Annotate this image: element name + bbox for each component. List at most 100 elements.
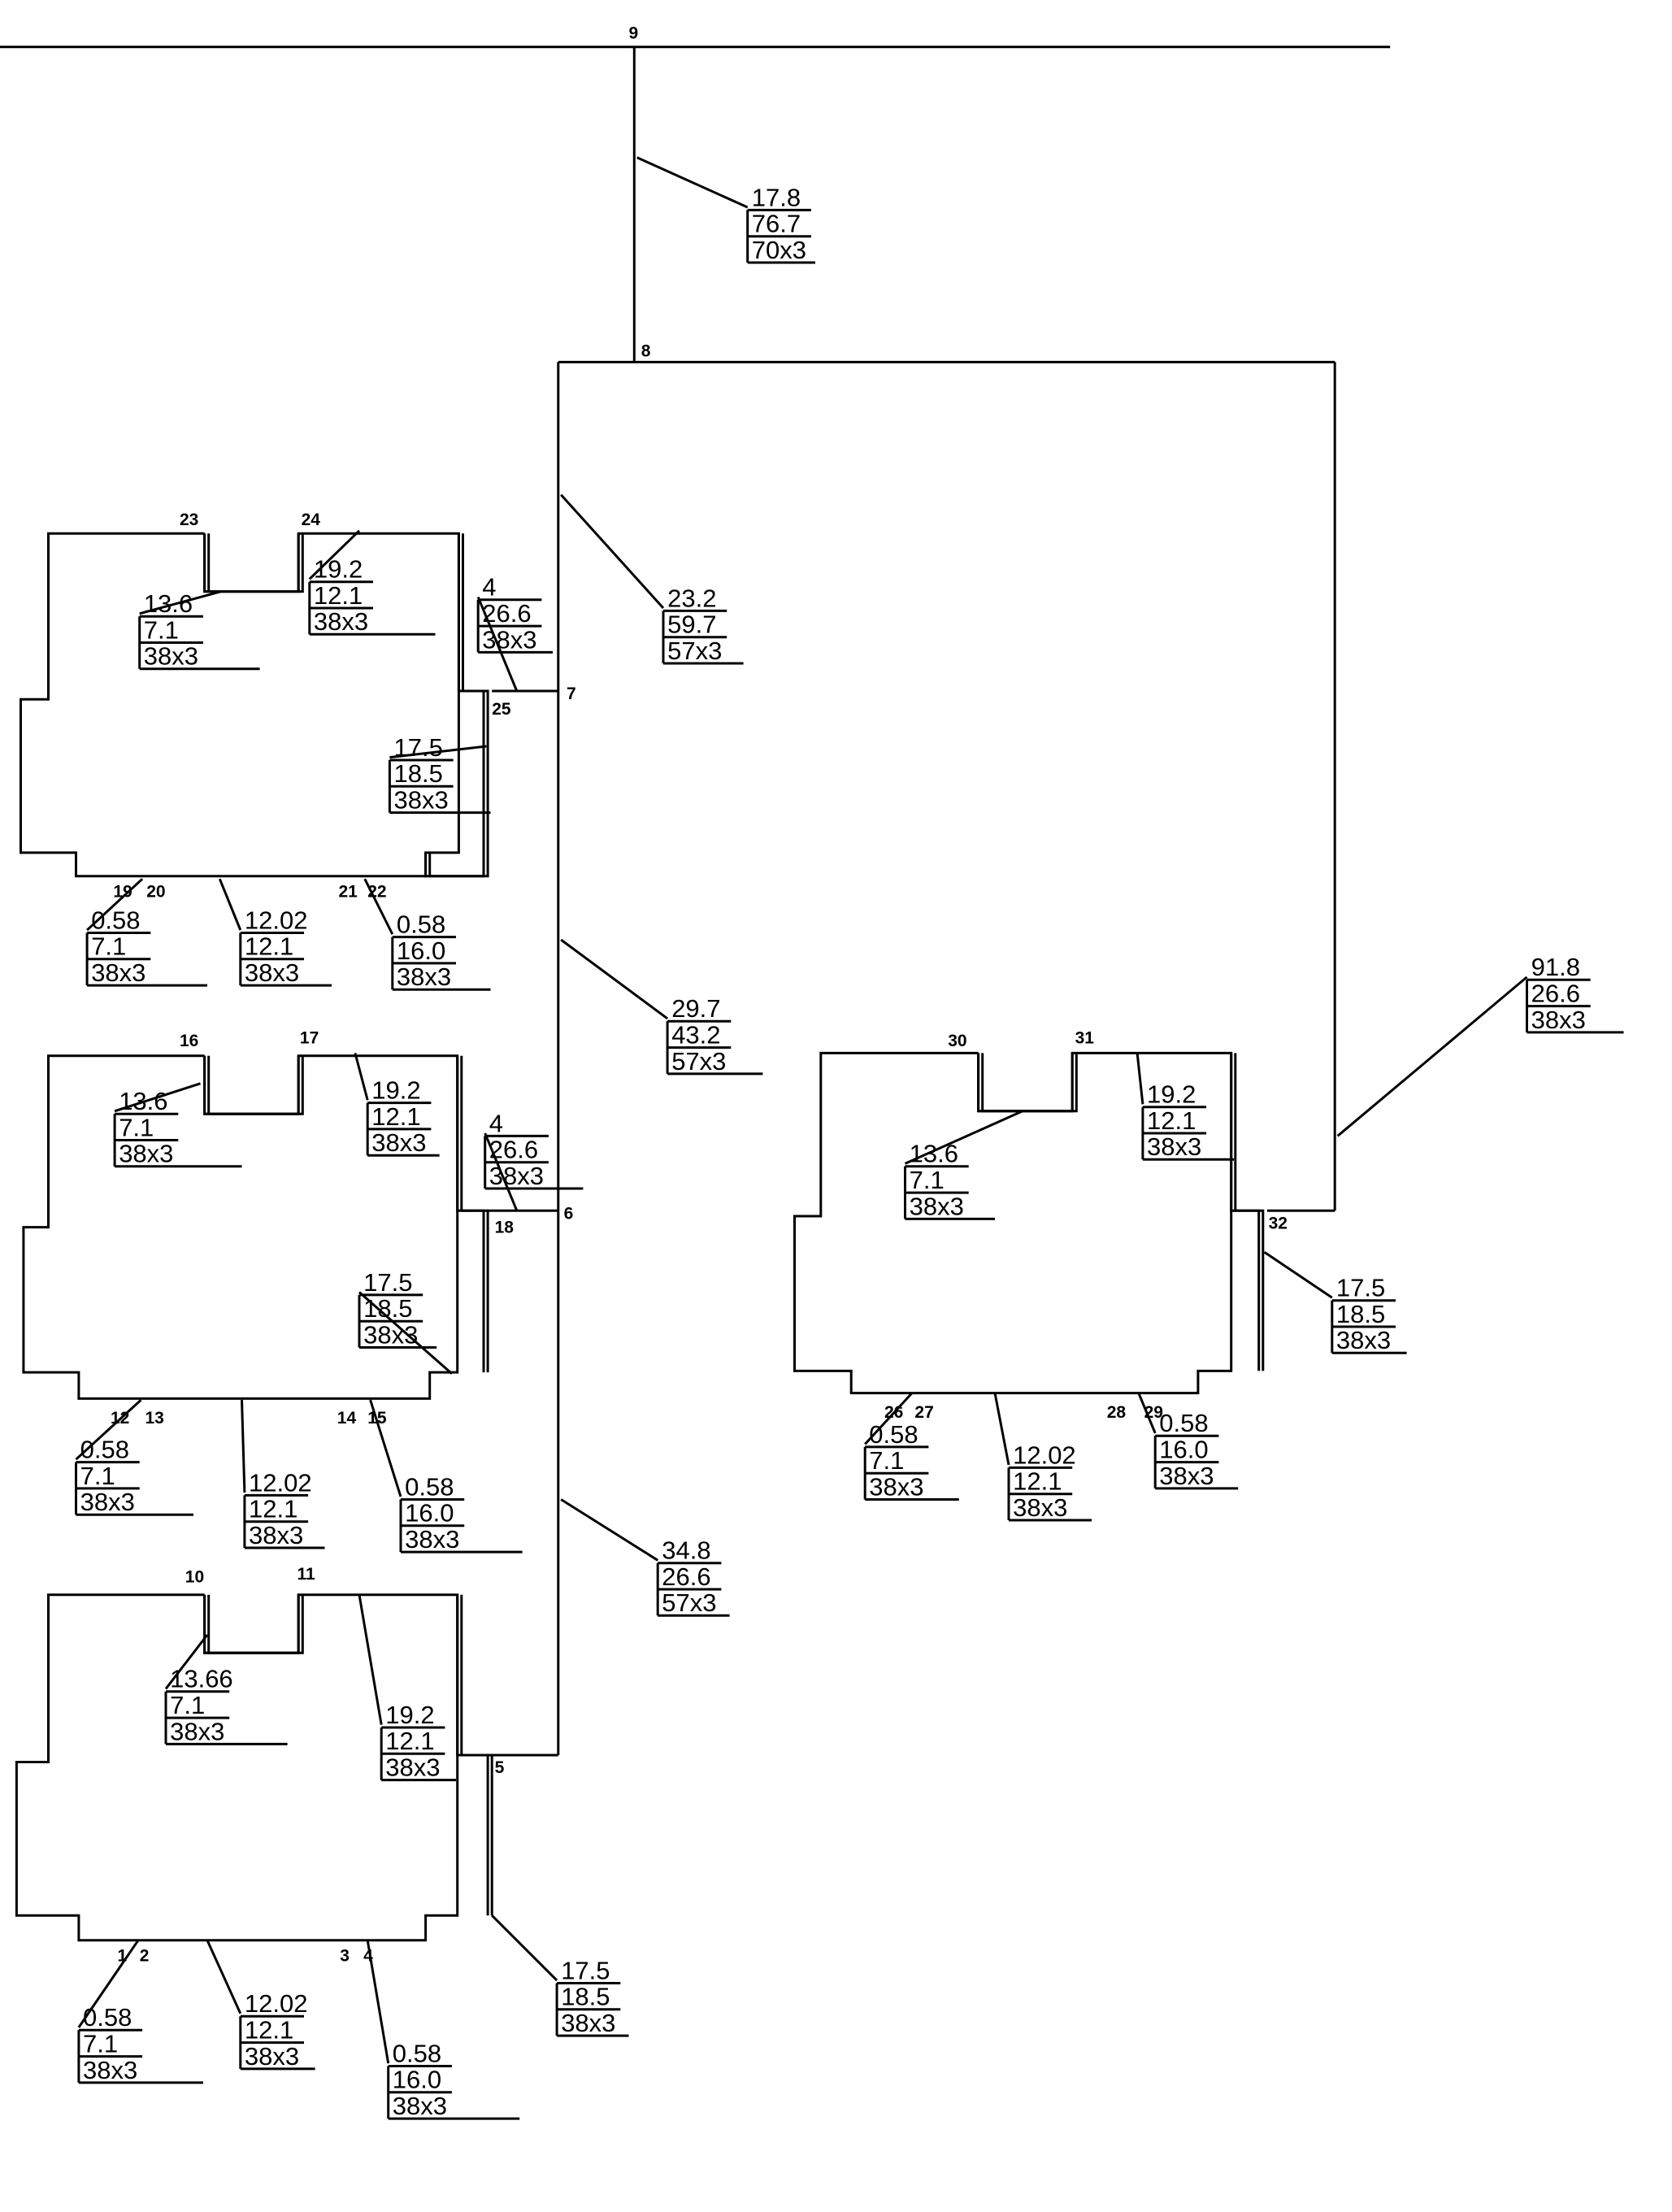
leader-line <box>206 1940 242 2014</box>
label-line-2: 26.6 <box>489 1136 538 1164</box>
label-line-1: 13.6 <box>910 1140 958 1168</box>
label-line-2: 12.1 <box>314 581 363 610</box>
label-line-3: 38x3 <box>1336 1326 1391 1354</box>
label-line-3: 38x3 <box>489 1162 544 1190</box>
label-line-1: 12.02 <box>245 1989 308 2018</box>
node-label-24: 24 <box>302 511 321 529</box>
node-label-31: 31 <box>1075 1029 1095 1048</box>
room-unit-1 <box>20 532 460 878</box>
label-line-3: 38x3 <box>170 1717 224 1745</box>
label-line-3: 38x3 <box>1531 1006 1586 1034</box>
leader-line <box>476 596 519 692</box>
label-line-3: 70x3 <box>752 236 806 264</box>
label-line-3: 38x3 <box>80 1488 135 1516</box>
label-line-2: 16.0 <box>397 937 445 965</box>
label-line-3: 38x3 <box>397 963 451 991</box>
label-line-3: 38x3 <box>245 2042 299 2071</box>
label-line-2: 59.7 <box>667 611 716 639</box>
node-label-16: 16 <box>180 1032 198 1050</box>
node-label-28: 28 <box>1107 1403 1127 1422</box>
label-line-3: 38x3 <box>1013 1493 1067 1522</box>
label-line-2: 12.1 <box>249 1495 297 1523</box>
label-line-3: 57x3 <box>662 1588 716 1617</box>
leader-line <box>86 878 144 932</box>
label-line-1: 17.8 <box>752 183 801 211</box>
leader-line <box>354 1053 369 1101</box>
label-line-1: 4 <box>489 1109 503 1137</box>
node-label-10: 10 <box>185 1568 204 1587</box>
duct-unit-1-bottom-inner <box>428 829 489 878</box>
label-line-1: 17.5 <box>363 1268 412 1297</box>
node-label-14: 14 <box>337 1409 357 1428</box>
label-line-1: 19.2 <box>371 1076 420 1105</box>
label-line-1: 13.6 <box>119 1087 167 1115</box>
duct-unit-4-top-inner <box>981 1053 1078 1113</box>
label-line-1: 17.5 <box>1336 1274 1385 1302</box>
label-line-1: 17.5 <box>561 1956 610 1984</box>
label-line-2: 7.1 <box>80 1462 115 1490</box>
duct-unit-3-right-inner <box>460 1594 493 1916</box>
label-line-2: 18.5 <box>394 759 443 788</box>
label-line-3: 38x3 <box>119 1140 173 1168</box>
label-line-1: 4 <box>482 573 496 602</box>
label-line-1: 13.6 <box>144 589 193 618</box>
label-line-2: 26.6 <box>662 1562 710 1591</box>
label-line-2: 12.1 <box>245 2016 293 2045</box>
node-label-27: 27 <box>914 1403 933 1422</box>
label-line-1: 91.8 <box>1531 953 1580 981</box>
duct-unit-1-top <box>203 533 300 593</box>
label-line-1: 19.2 <box>314 555 363 584</box>
label-line-1: 0.58 <box>91 906 140 934</box>
leader-line <box>904 1110 1023 1165</box>
label-line-1: 0.58 <box>393 2039 441 2067</box>
label-line-3: 38x3 <box>482 625 536 654</box>
node-label-5: 5 <box>495 1758 505 1777</box>
node-label-21: 21 <box>339 882 358 901</box>
label-line-2: 12.1 <box>245 932 293 961</box>
label-line-3: 38x3 <box>245 958 299 987</box>
node-label-32: 32 <box>1269 1214 1288 1232</box>
leader-line <box>358 1594 383 1725</box>
label-line-3: 38x3 <box>363 1320 418 1349</box>
leader-line <box>114 1082 201 1113</box>
duct-unit-2-top-inner <box>207 1055 304 1115</box>
label-line-1: 0.58 <box>869 1420 918 1449</box>
label-line-2: 43.2 <box>671 1021 720 1050</box>
duct-lines <box>0 46 1391 1942</box>
label-line-3: 38x3 <box>314 607 368 636</box>
node-label-17: 17 <box>300 1029 319 1048</box>
label-line-1: 19.2 <box>385 1701 434 1729</box>
duct-unit-4-right-inner <box>1234 1053 1265 1371</box>
label-line-2: 18.5 <box>1336 1300 1385 1328</box>
label-line-3: 38x3 <box>405 1525 459 1554</box>
label-line-2: 18.5 <box>363 1294 412 1323</box>
label-line-3: 38x3 <box>249 1521 303 1549</box>
node-label-13: 13 <box>145 1409 164 1428</box>
label-line-3: 38x3 <box>1147 1132 1201 1161</box>
leader-line <box>1263 1250 1333 1299</box>
label-line-1: 0.58 <box>397 910 445 939</box>
node-label-7: 7 <box>567 684 576 703</box>
label-line-1: 12.02 <box>1013 1441 1076 1469</box>
leader-line <box>636 156 749 209</box>
label-line-2: 26.6 <box>1531 980 1580 1008</box>
node-label-9: 9 <box>629 24 639 43</box>
leader-line <box>1136 1053 1144 1105</box>
label-line-3: 38x3 <box>869 1472 923 1501</box>
label-line-1: 23.2 <box>667 584 716 612</box>
